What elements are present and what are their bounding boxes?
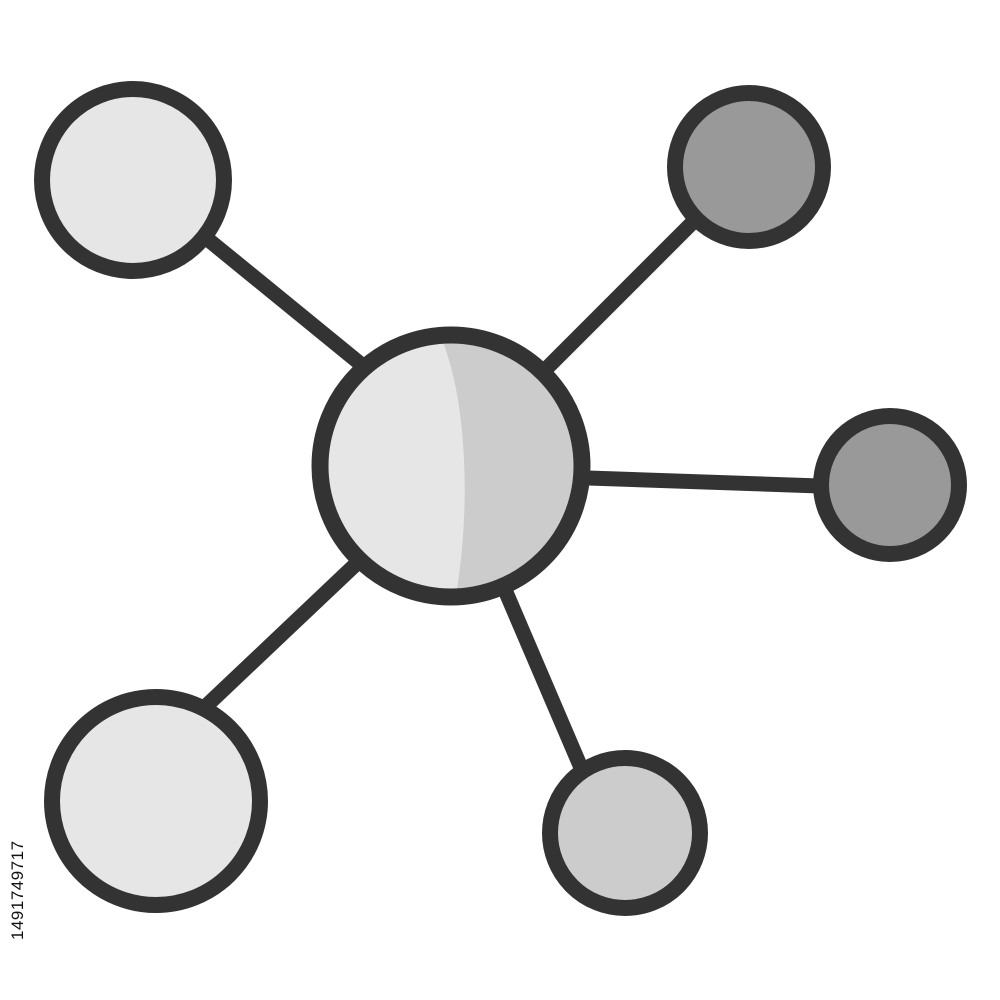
connector-lines xyxy=(196,213,828,778)
connector-bottom-right xyxy=(497,582,590,778)
hub-outline xyxy=(311,326,591,606)
node-bottom-right xyxy=(542,750,708,916)
node-right xyxy=(813,408,967,562)
node-top-right xyxy=(667,85,831,249)
connector-bottom-left xyxy=(196,557,363,716)
central-node-icon xyxy=(311,326,591,606)
node-top-left xyxy=(34,81,232,279)
stock-id-label: 1491749717 xyxy=(8,840,27,940)
connector-top-right xyxy=(537,213,702,378)
connector-right xyxy=(580,470,828,494)
node-bottom-left xyxy=(44,689,268,913)
connector-top-left xyxy=(197,229,376,378)
